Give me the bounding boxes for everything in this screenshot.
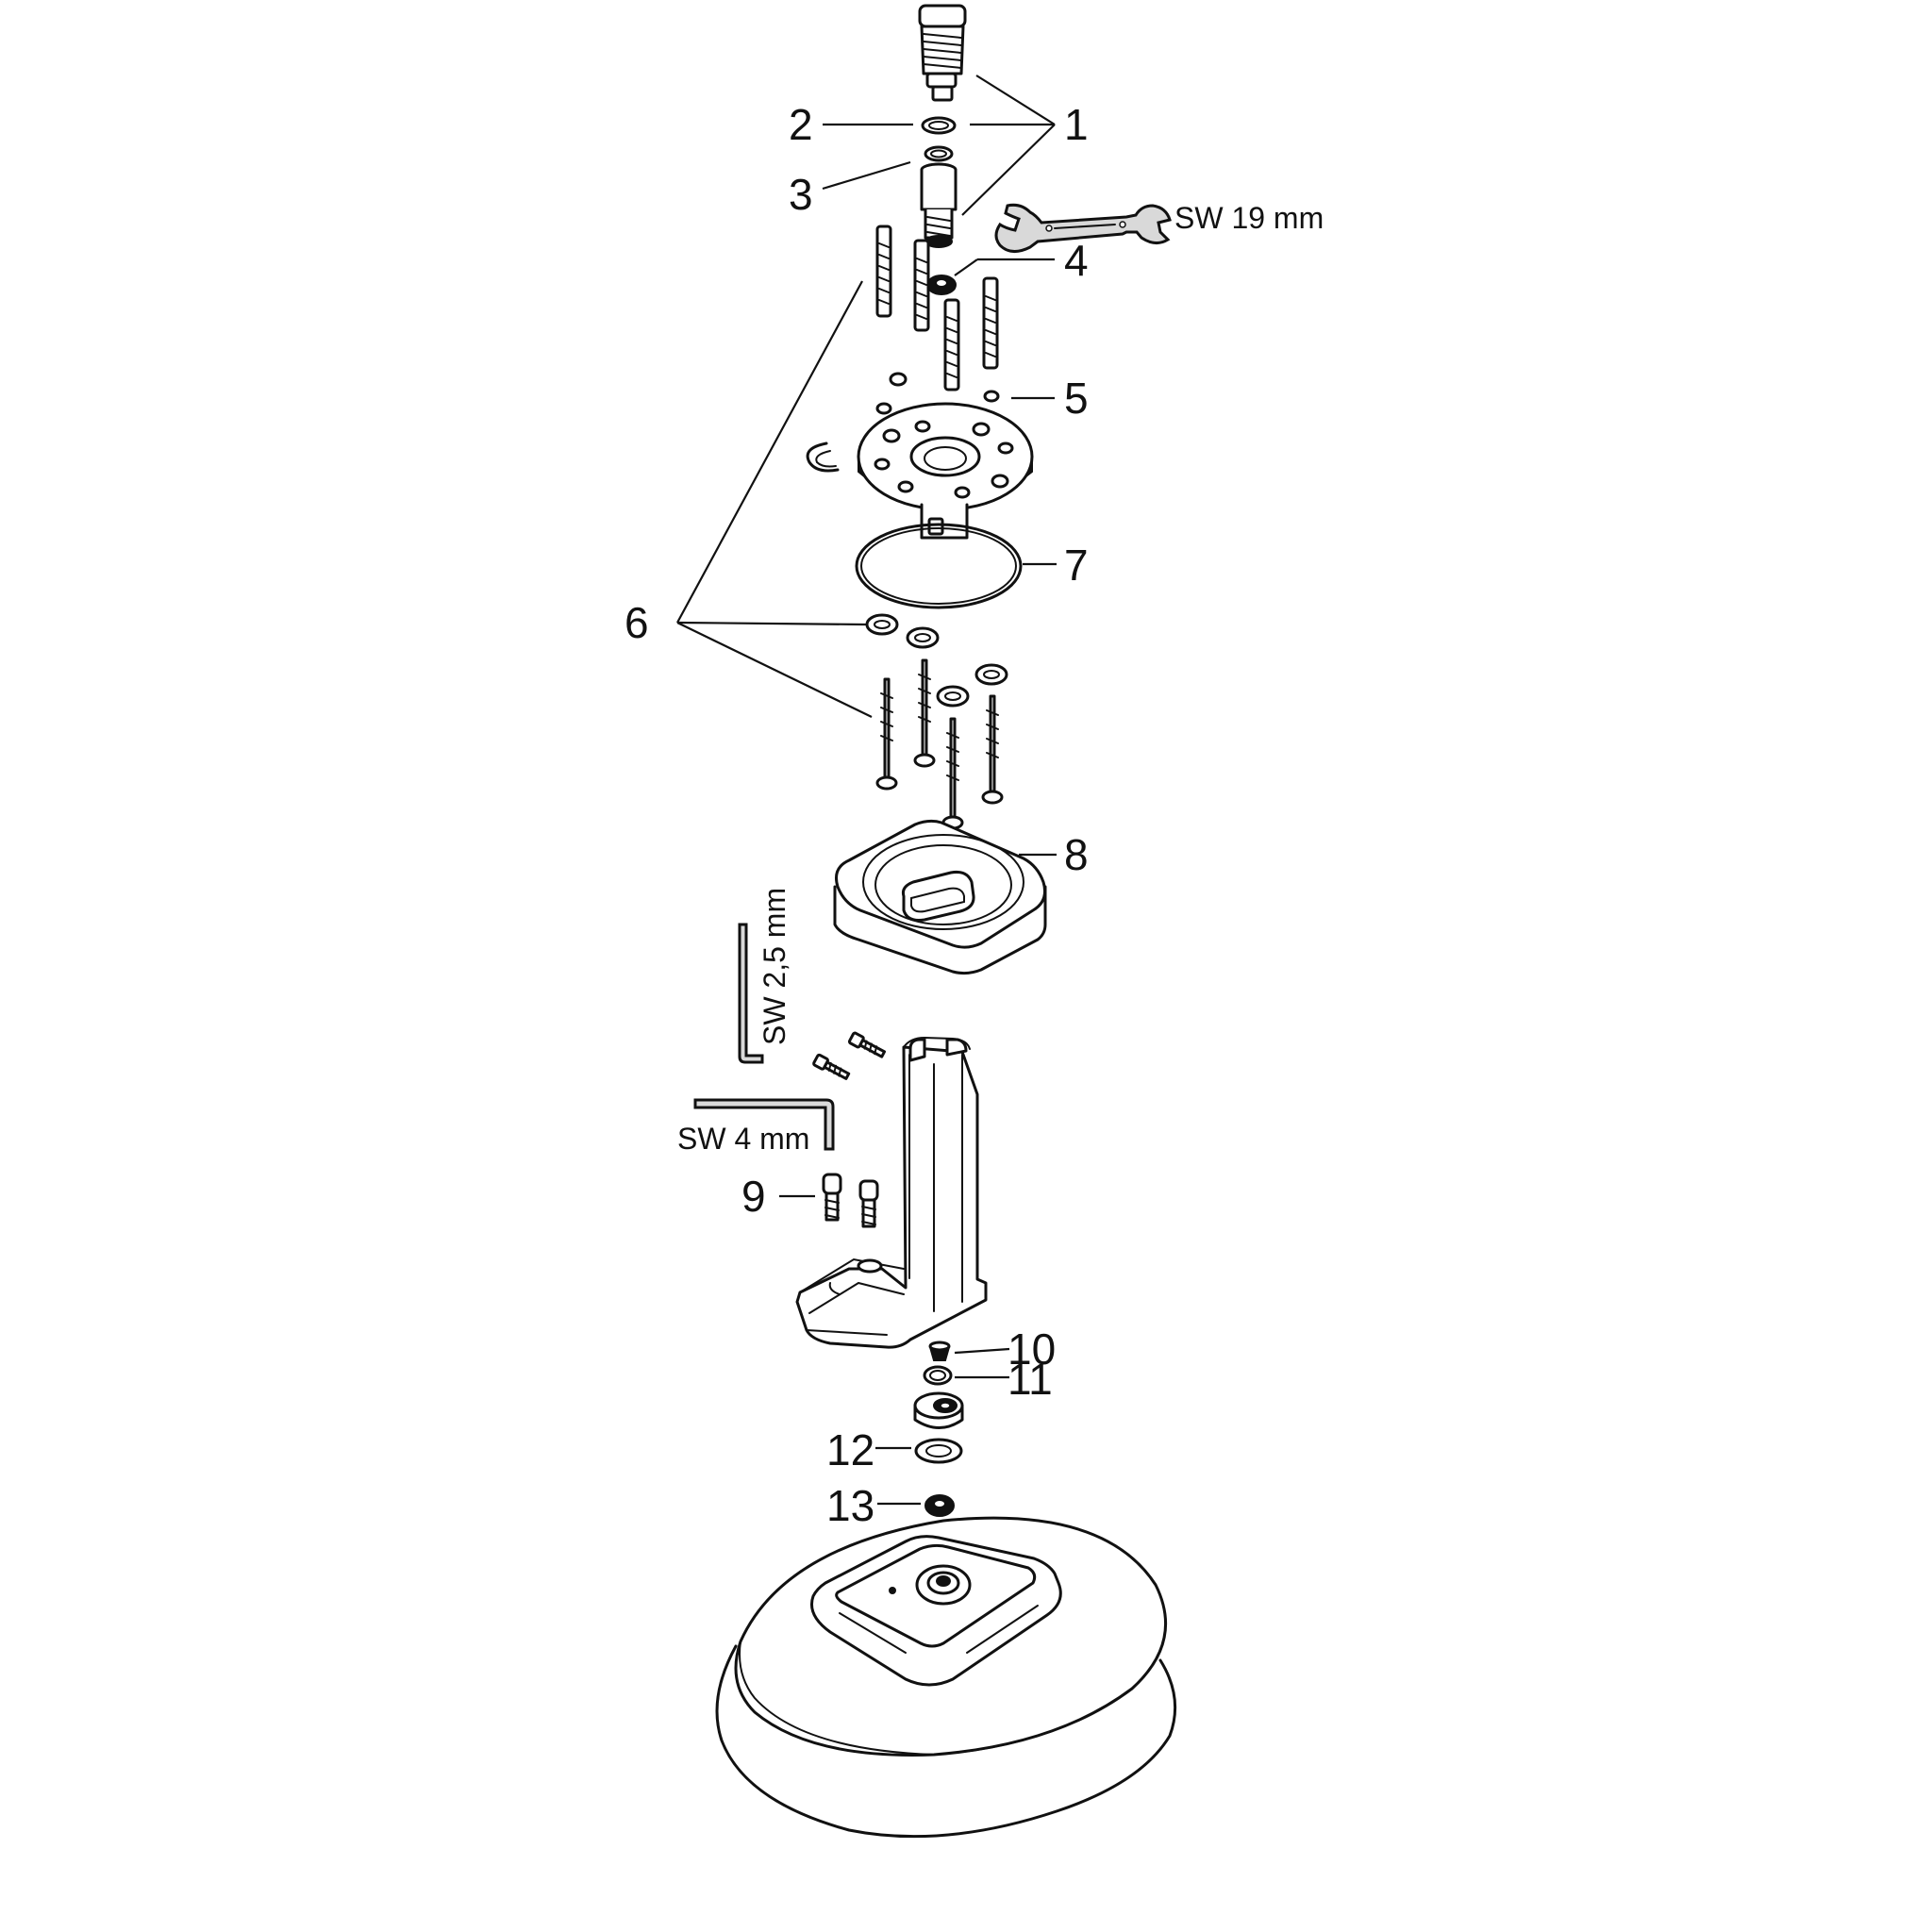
part-2-o-ring — [921, 116, 957, 135]
hex-key-large — [693, 1098, 835, 1151]
callout-1: 1 — [1064, 100, 1089, 149]
callout-4: 4 — [1064, 236, 1089, 285]
part-4-nut — [926, 275, 957, 295]
part-8-base-plate — [833, 819, 1047, 975]
hex-key-large-size-label: SW 4 mm — [677, 1122, 809, 1156]
part-10-plug — [928, 1341, 951, 1361]
leader-lines — [676, 75, 1057, 1506]
spanner-icon — [994, 203, 1172, 253]
stud-4 — [943, 298, 960, 391]
screw-3 — [981, 694, 1004, 805]
screw-4 — [941, 717, 964, 830]
oval-floor-base — [715, 1516, 1177, 1839]
callout-3: 3 — [789, 170, 813, 219]
washers — [865, 613, 1008, 708]
part-5-plugs — [875, 372, 1000, 415]
callout-6: 6 — [625, 598, 649, 647]
part-13-nut — [924, 1494, 955, 1517]
part-7-large-o-ring — [855, 523, 1023, 609]
callout-9: 9 — [741, 1172, 766, 1221]
callout-labels: 1 2 3 4 5 6 7 8 9 10 11 12 13 — [625, 100, 1089, 1530]
callout-8: 8 — [1064, 830, 1089, 879]
set-screws — [812, 1031, 887, 1080]
part-1-threaded-connector — [918, 4, 967, 102]
part-3-seal-ring — [924, 145, 954, 162]
c-clip — [806, 441, 840, 473]
part-11-o-ring — [923, 1365, 953, 1386]
callout-10: 10 — [1008, 1324, 1056, 1374]
hex-key-small-size-label: SW 2,5 mm — [758, 888, 791, 1045]
spanner-size-label: SW 19 mm — [1174, 201, 1324, 235]
screw-2 — [913, 658, 936, 768]
check-valve-nut — [913, 1391, 964, 1429]
pillar-body — [795, 1036, 988, 1349]
tool-labels: SW 19 mm SW 2,5 mm SW 4 mm — [677, 201, 1324, 1156]
callout-5: 5 — [1064, 374, 1089, 423]
callout-7: 7 — [1064, 541, 1089, 590]
hex-key-small — [738, 923, 764, 1064]
stud-3 — [982, 276, 999, 370]
callout-12: 12 — [826, 1425, 874, 1474]
part-9-cap-screws — [822, 1173, 879, 1228]
wood-screws — [875, 658, 1004, 830]
callout-13: 13 — [826, 1481, 874, 1530]
valve-insert — [920, 162, 958, 248]
screw-1 — [875, 677, 898, 791]
callout-2: 2 — [789, 100, 813, 149]
stud-2 — [913, 239, 930, 332]
part-12-washer — [914, 1438, 963, 1464]
threaded-studs — [875, 225, 999, 391]
mounting-flange-plate — [857, 402, 1034, 540]
stud-1 — [875, 225, 892, 318]
callout-11: 11 — [1008, 1355, 1053, 1404]
